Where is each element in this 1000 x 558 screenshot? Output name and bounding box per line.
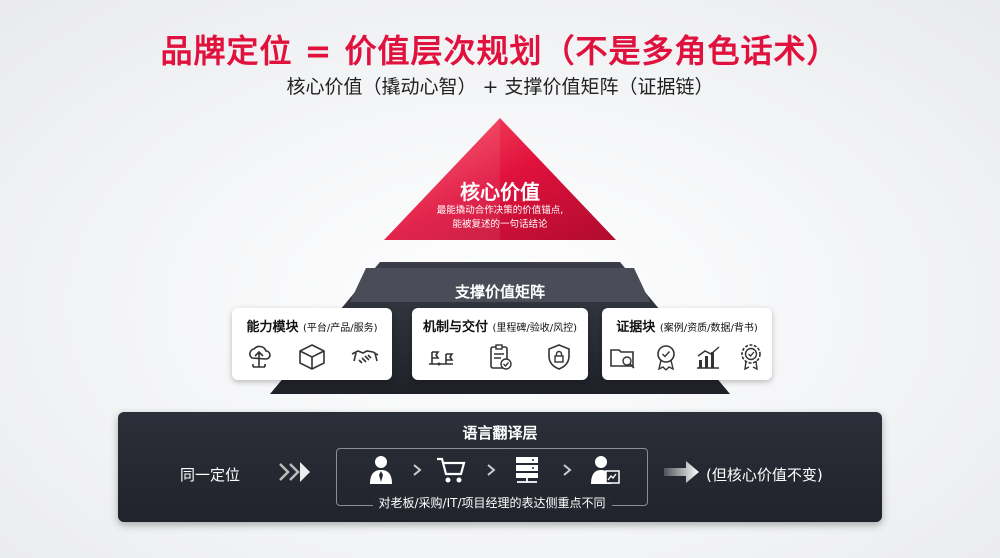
bottom-layer-title: 语言翻译层 (462, 424, 538, 442)
server-network-icon (516, 457, 538, 483)
same-positioning-label: 同一定位 (180, 466, 241, 484)
card-title: 机制与交付 (里程碑/验收/风控) (412, 316, 588, 335)
box-icon (299, 344, 325, 370)
card-title-text: 证据块 (616, 320, 656, 335)
project-manager-icon (591, 456, 620, 484)
card-title: 证据块 (案例/资质/数据/背书) (602, 316, 772, 335)
apex-shape (384, 118, 616, 240)
card-title: 能力模块 (平台/产品/服务) (232, 316, 392, 335)
card-evidence-blocks: 证据块 (案例/资质/数据/背书) (602, 308, 772, 380)
page-subtitle: 核心价值（撬动心智） + 支撑价值矩阵（证据链） (286, 76, 714, 98)
certificate-seal-icon (740, 344, 761, 371)
card-title-text: 能力模块 (246, 320, 299, 335)
pyramid-apex: 核心价值 最能撬动合作决策的价值锚点, 能被复述的一句话结论 (380, 116, 620, 246)
card-title-text: 机制与交付 (422, 320, 488, 335)
milestone-flag-icon (429, 351, 454, 366)
apex-desc-line2: 能被复述的一句话结论 (452, 219, 548, 230)
triple-chevron-icon (279, 462, 310, 482)
clipboard-check-icon (490, 344, 512, 370)
boss-icon (370, 456, 392, 484)
apex-description: 最能撬动合作决策的价值锚点, 能被复述的一句话结论 (420, 204, 580, 232)
award-badge-icon (656, 345, 675, 371)
chevron-right-icon (487, 464, 496, 476)
audience-caption: 对老板/采购/IT/项目经理的表达侧重点不同 (336, 494, 648, 511)
chevron-right-icon (563, 464, 572, 476)
folder-search-icon (610, 349, 635, 369)
page-title: 品牌定位 = 价值层次规划（不是多角色话术） (160, 32, 840, 70)
handshake-icon (351, 350, 379, 364)
middle-layer-title: 支撑价值矩阵 (454, 283, 545, 301)
apex-desc-line1: 最能撬动合作决策的价值锚点, (436, 205, 564, 216)
card-subtitle-text: (里程碑/验收/风控) (492, 323, 578, 334)
card-subtitle-text: (平台/产品/服务) (303, 323, 378, 334)
shield-lock-icon (547, 344, 570, 370)
card-capability-modules: 能力模块 (平台/产品/服务) (232, 308, 392, 380)
apex-title: 核心价值 (460, 180, 540, 204)
cloud-network-icon (248, 345, 271, 368)
shopping-cart-icon (437, 457, 466, 483)
bar-chart-icon (697, 346, 720, 369)
language-translation-layer: 语言翻译层 同一定位 对老板/采购/IT/项目经理的表达侧重点不同 (118, 412, 882, 522)
chevron-right-icon (413, 464, 422, 476)
arrow-right-icon (664, 461, 699, 483)
core-value-unchanged-note: (但核心价值不变) (706, 466, 823, 484)
card-mechanism-delivery: 机制与交付 (里程碑/验收/风控) (412, 308, 588, 380)
card-subtitle-text: (案例/资质/数据/背书) (659, 323, 758, 334)
